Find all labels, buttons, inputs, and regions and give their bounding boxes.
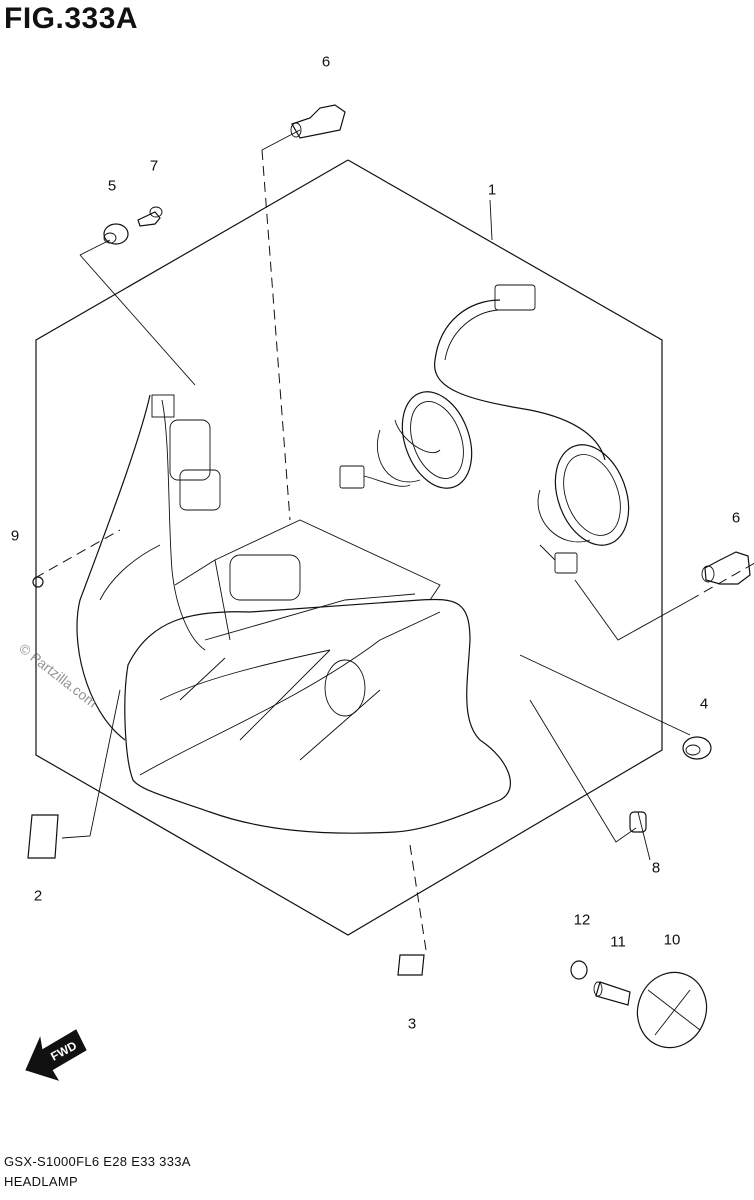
- callout-11[interactable]: 11: [610, 933, 626, 951]
- callout-7[interactable]: 7: [149, 157, 159, 175]
- figure-title: FIG.333A: [4, 2, 139, 35]
- headlamp-housing: [124, 598, 511, 834]
- grommet-5: [103, 223, 129, 245]
- callout-6-top[interactable]: 6: [321, 53, 331, 71]
- bulb-6-top: [291, 104, 346, 139]
- screw-7: [137, 206, 163, 227]
- callout-1[interactable]: 1: [487, 181, 497, 199]
- label-3: [397, 954, 425, 976]
- clip-8: [629, 811, 651, 861]
- assembly-frame: [35, 159, 663, 936]
- model-code: GSX-S1000FL6 E28 E33 333A: [4, 1154, 191, 1169]
- label-2: [27, 814, 59, 859]
- callout-3[interactable]: 3: [407, 1015, 417, 1033]
- section-name: HEADLAMP: [4, 1174, 78, 1189]
- part-9: [32, 576, 44, 588]
- grommet-4: [682, 736, 712, 760]
- callout-8[interactable]: 8: [651, 859, 661, 877]
- fwd-arrow-shape: [25, 1029, 87, 1081]
- callout-6-right[interactable]: 6: [731, 509, 741, 527]
- callout-2[interactable]: 2: [33, 887, 43, 905]
- callout-10[interactable]: 10: [663, 931, 681, 949]
- callout-5[interactable]: 5: [107, 177, 117, 195]
- cap-10: [636, 971, 708, 1049]
- callout-9[interactable]: 9: [10, 527, 20, 545]
- callout-4[interactable]: 4: [699, 695, 709, 713]
- adjuster-11: [593, 981, 631, 1006]
- callout-12[interactable]: 12: [573, 911, 591, 929]
- washer-12: [570, 960, 588, 980]
